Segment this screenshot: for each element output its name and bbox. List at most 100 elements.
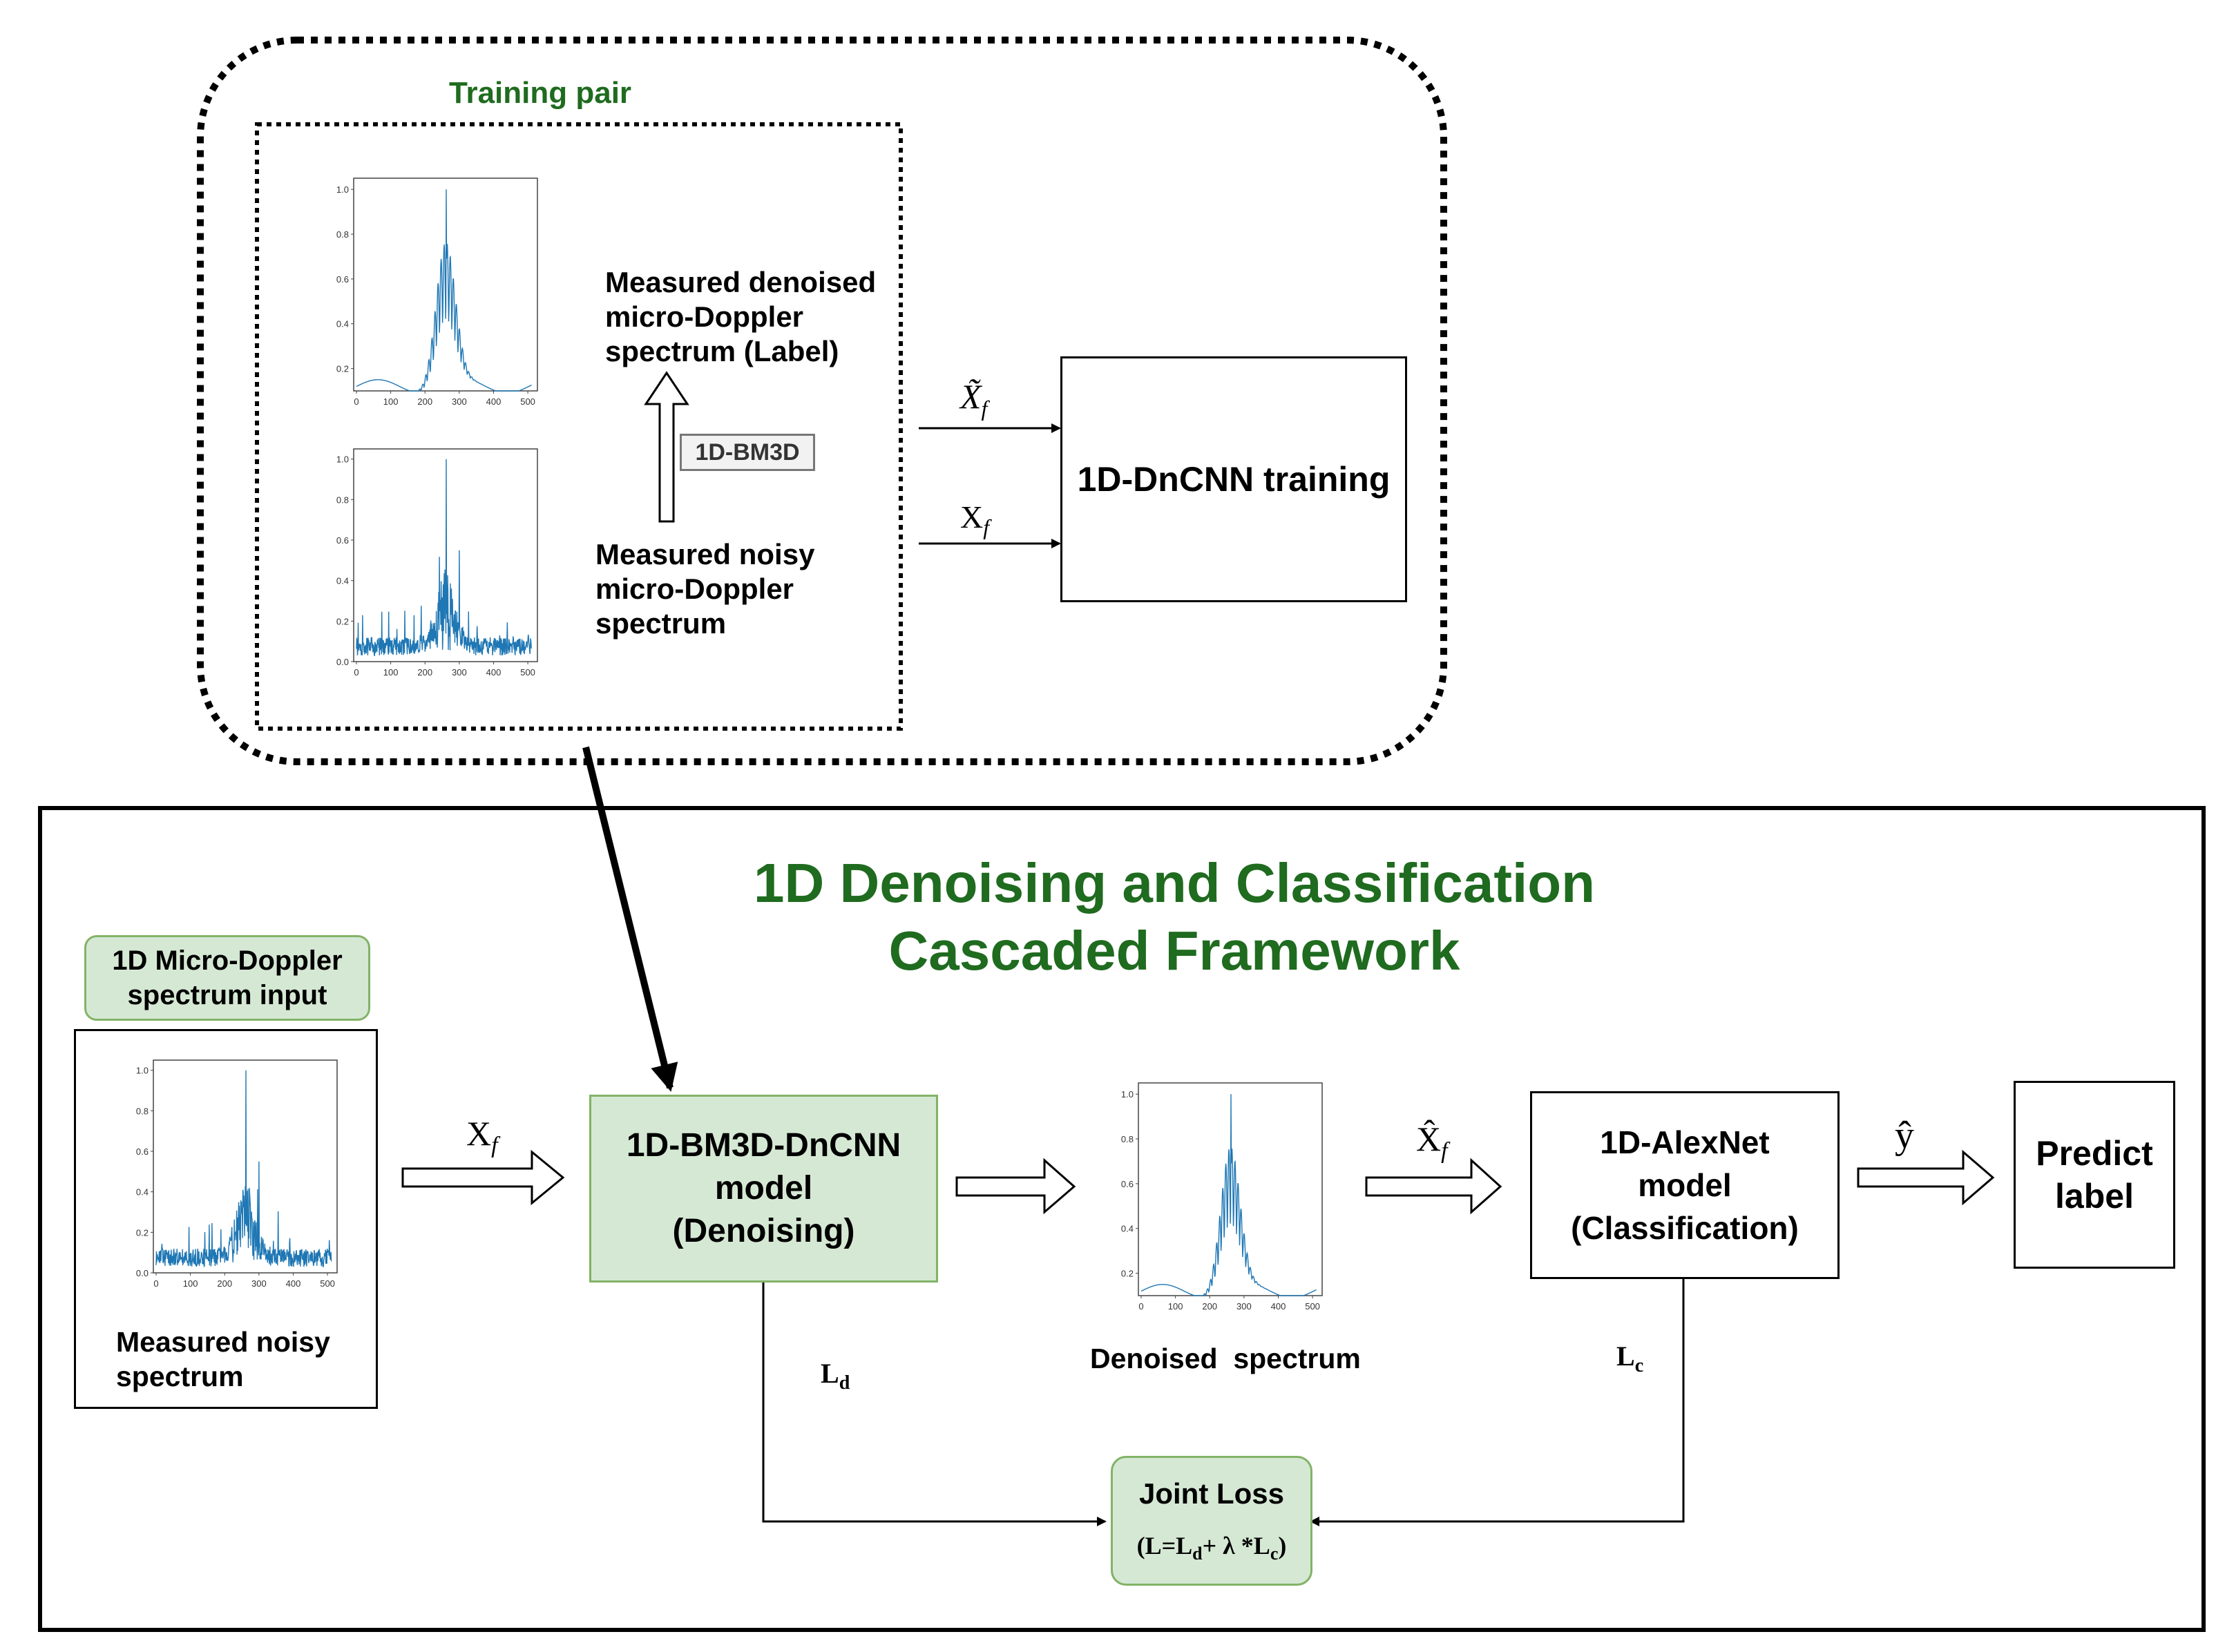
ld-symbol: Ld <box>821 1357 850 1394</box>
spectrum-line <box>356 459 533 657</box>
input-label-box: 1D Micro-Doppler spectrum input <box>84 935 370 1021</box>
input-label-text: 1D Micro-Doppler spectrum input <box>112 945 343 1010</box>
y-tick-label: 1.0 <box>1121 1089 1134 1099</box>
alexnet-to-predict-arrow <box>1857 1149 1995 1206</box>
framework-border <box>38 806 2206 1632</box>
x-tilde-symbol: X̃f <box>960 376 987 421</box>
x-tick-label: 500 <box>520 667 535 678</box>
x-tick-label: 300 <box>452 396 467 407</box>
y-tick-label: 0.8 <box>336 229 349 240</box>
dncnn-to-denoised-arrow <box>955 1158 1076 1215</box>
x-tick-label: 100 <box>383 667 399 678</box>
x-tick-label: 100 <box>383 396 399 407</box>
joint-loss-formula: (L=Ld+ λ *Lc) <box>1137 1531 1287 1564</box>
lc-letter: L <box>1616 1341 1635 1372</box>
y-tick-label: 0.6 <box>136 1146 149 1157</box>
x-f-training-letter: X <box>960 499 984 535</box>
predict-label-box: Predict label <box>2014 1081 2175 1269</box>
x-hat-letter: X̂ <box>1416 1120 1442 1158</box>
y-tick-label: 0.4 <box>1121 1224 1134 1234</box>
bm3d-up-arrow <box>644 371 689 523</box>
framework-title-line1: 1D Denoising and Classification <box>753 852 1595 914</box>
y-tick-label: 1.0 <box>336 184 349 195</box>
label-spectrum-text: Measured denoised micro-Doppler spectrum… <box>605 266 877 367</box>
spectrum-line <box>356 189 532 392</box>
x-tick-label: 0 <box>153 1278 158 1289</box>
input-to-dncnn-arrow <box>401 1149 565 1206</box>
formula-part-e: ) <box>1278 1531 1287 1559</box>
x-f-training-symbol: Xf <box>960 499 989 540</box>
x-tick-label: 400 <box>286 1278 301 1289</box>
x-f-training-sub: f <box>983 515 990 540</box>
formula-sub-c: c <box>1270 1544 1279 1564</box>
spectrum-line <box>155 1070 332 1268</box>
denoised-caption: Denoised spectrum <box>1090 1343 1361 1374</box>
training-pair-title: Training pair <box>449 76 632 110</box>
x-f-symbol: Xf <box>466 1113 498 1159</box>
y-tick-label: 0.4 <box>336 576 349 586</box>
x-tick-label: 400 <box>1271 1301 1286 1312</box>
y-tick-label: 1.0 <box>136 1066 149 1076</box>
x-tick-label: 100 <box>183 1278 198 1289</box>
y-tick-label: 0.6 <box>336 274 349 285</box>
x-tick-label: 300 <box>1236 1301 1252 1312</box>
x-tilde-letter: X̃ <box>960 377 982 416</box>
y-tick-label: 1.0 <box>336 454 349 465</box>
bm3d-label: 1D-BM3D <box>695 439 800 465</box>
framework-title-line2: Cascaded Framework <box>888 920 1460 981</box>
noisy-training-plot: 0.0 0.2 0.4 0.6 0.8 1.0 0 100 200 300 400 500 <box>336 448 538 678</box>
alexnet-model-label: 1D-AlexNet model (Classification) <box>1571 1124 1799 1246</box>
y-tick-label: 0.2 <box>1121 1269 1134 1279</box>
x-tick-label: 200 <box>417 396 432 407</box>
lc-connector <box>1310 1279 1685 1526</box>
y-tick-label: 0.8 <box>336 494 349 505</box>
y-tick-label: 0.6 <box>336 535 349 546</box>
x-tick-label: 200 <box>1202 1301 1217 1312</box>
dncnn-training-label: 1D-DnCNN training <box>1077 460 1391 499</box>
y-tick-label: 0.2 <box>336 616 349 626</box>
formula-part-a: (L=L <box>1136 1531 1193 1559</box>
y-tick-label: 0.8 <box>136 1106 149 1116</box>
dncnn-training-box: 1D-DnCNN training <box>1060 356 1407 602</box>
x-tick-label: 500 <box>1305 1301 1320 1312</box>
x-tick-label: 300 <box>452 667 467 678</box>
alexnet-model-box: 1D-AlexNet model (Classification) <box>1530 1091 1840 1279</box>
ld-connector <box>762 1281 1107 1526</box>
x-tick-label: 0 <box>354 396 359 407</box>
x-f-letter: X <box>466 1114 492 1153</box>
x-tick-label: 500 <box>520 396 535 407</box>
training-pair-border <box>255 122 903 731</box>
x-tick-label: 0 <box>354 667 359 678</box>
formula-part-c: + λ *L <box>1202 1531 1270 1559</box>
x-tick-label: 200 <box>417 667 432 678</box>
x-tilde-sub: f <box>981 396 988 421</box>
bm3d-box: 1D-BM3D <box>680 434 815 471</box>
joint-loss-box: Joint Loss (L=Ld+ λ *Lc) <box>1111 1456 1312 1586</box>
x-tick-label: 300 <box>251 1278 267 1289</box>
y-tick-label: 0.2 <box>136 1227 149 1238</box>
x-tick-label: 100 <box>1168 1301 1183 1312</box>
y-tick-label: 0.0 <box>336 657 349 667</box>
y-tick-label: 0.0 <box>136 1268 149 1278</box>
ld-letter: L <box>821 1358 839 1389</box>
ld-sub: d <box>839 1372 850 1394</box>
lc-symbol: Lc <box>1616 1340 1643 1377</box>
x-hat-symbol: X̂f <box>1416 1119 1448 1164</box>
input-caption: Measured noisy spectrum <box>116 1326 330 1392</box>
framework-title: 1D Denoising and Classification Cascaded… <box>622 849 1727 985</box>
joint-loss-title: Joint Loss <box>1138 1477 1285 1510</box>
y-tick-label: 0.2 <box>336 364 349 374</box>
y-tick-label: 0.6 <box>1121 1179 1134 1189</box>
x-tick-label: 400 <box>486 667 502 678</box>
y-tick-label: 0.4 <box>136 1187 149 1198</box>
denoised-to-alexnet-arrow <box>1365 1158 1502 1215</box>
dncnn-model-box: 1D-BM3D-DnCNN model (Denoising) <box>589 1095 938 1283</box>
noisy-spectrum-text: Measured noisy micro-Doppler spectrum <box>595 538 815 640</box>
x-tick-label: 0 <box>1138 1301 1143 1312</box>
x-f-sub: f <box>491 1133 498 1158</box>
x-hat-sub: f <box>1441 1138 1448 1164</box>
